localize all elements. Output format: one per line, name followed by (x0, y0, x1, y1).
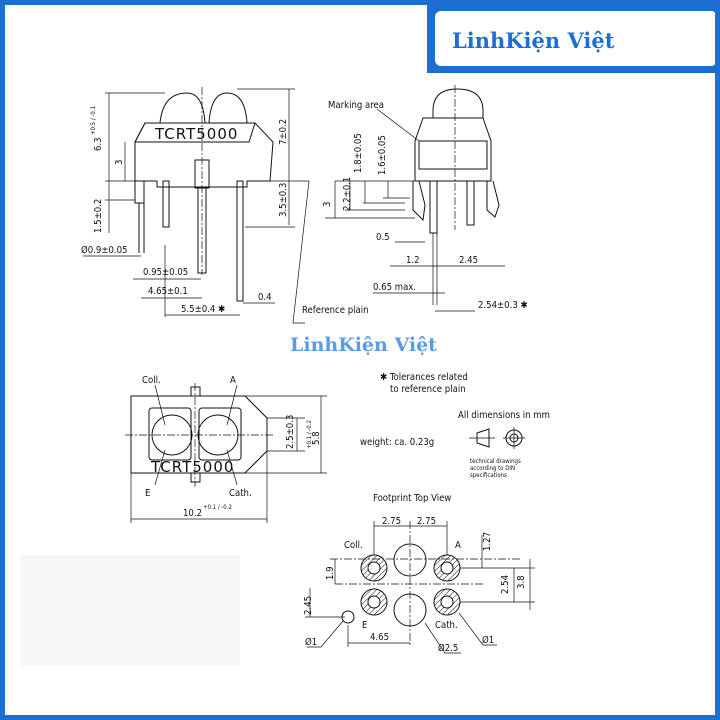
dim-1-2: 1.2 (406, 255, 420, 266)
side-view: TCRT5000 6.3 +0.5 / -0.1 3 1.5±0.2 Ø0.9±… (81, 87, 369, 324)
units-note: All dimensions in mm (458, 410, 550, 421)
pin-label-e: E (145, 488, 150, 499)
dim-3: 3 (114, 160, 125, 165)
din-note-3: specifications (470, 472, 507, 479)
fp-label-cath: Cath. (435, 620, 458, 631)
dim-5-8: 5.8 (311, 431, 322, 445)
logo-text: LinhKiện Việt (452, 28, 615, 53)
pad-coll (360, 554, 388, 582)
dim-3-5: 3.5±0.3 (278, 183, 289, 217)
fp-label-e: E (362, 620, 367, 631)
fp-dim-3-8: 3.8 (516, 575, 527, 589)
din-note-2: according to DIN (470, 465, 515, 472)
dim-1-8: 1.8±0.05 (353, 133, 364, 173)
dim-4-65: 4.65±0.1 (148, 286, 188, 297)
faint-patch (20, 555, 240, 665)
top-view: TCRT5000 Coll. A E Cath. 2.5±0.3 5.8 +0.… (125, 375, 327, 523)
dim-6-3: 6.3 (93, 137, 104, 151)
dim-pin-diameter: Ø0.9±0.05 (81, 245, 128, 256)
pin-label-a: A (230, 375, 236, 386)
fp-dim-1-9: 1.9 (325, 566, 336, 580)
fp-dim-2-45: 2.45 (303, 596, 314, 615)
projection-symbol-icon (469, 427, 525, 449)
hole-top (393, 543, 427, 577)
fp-dim-2-75-right: 2.75 (417, 516, 436, 527)
dim-2-45: 2.45 (459, 255, 478, 266)
pad-cath (433, 588, 461, 616)
front-view: Marking area 1.8±0.05 1.6±0.05 2.2±0.1 3… (322, 85, 528, 312)
fp-dim-phi2-5: Ø2.5 (438, 643, 458, 654)
drawing: LinhKiện Việt TCRT5000 6.3 +0.5 / -0.1 3… (20, 5, 715, 665)
reference-plain-label: Reference plain (302, 305, 369, 316)
din-note-1: technical drawings (470, 458, 521, 465)
fp-dim-2-54: 2.54 (500, 575, 511, 594)
dim-0-5: 0.5 (376, 232, 390, 243)
fp-dim-4-65: 4.65 (370, 632, 389, 643)
tolerance-note-1: ✱ Tolerances related (380, 372, 468, 383)
marking-area-label: Marking area (328, 100, 384, 111)
dim-10-2: 10.2 (183, 508, 202, 519)
top-part-label: TCRT5000 (150, 458, 234, 476)
pin-label-cath: Cath. (229, 488, 252, 499)
fp-dim-phi1-left: Ø1 (305, 637, 317, 648)
dim-10-2-tol: +0.1 / -0.2 (203, 504, 232, 511)
dim-1-6: 1.6±0.05 (377, 135, 388, 175)
logo-header: LinhKiện Việt (427, 5, 715, 73)
watermark: LinhKiện Việt (290, 334, 437, 356)
pad-e (360, 588, 388, 616)
fp-dim-phi1-right: Ø1 (482, 635, 494, 646)
fp-label-a: A (455, 540, 461, 551)
notes: ✱ Tolerances related to reference plain … (360, 372, 550, 479)
dim-3-front: 3 (322, 202, 333, 207)
footprint: Footprint Top View 2.75 2.75 Coll. A 1.2… (303, 493, 535, 654)
dim-2-5: 2.5±0.3 (285, 415, 296, 449)
fp-dim-2-75-left: 2.75 (382, 516, 401, 527)
fp-label-coll: Coll. (344, 540, 363, 551)
dim-2-54: 2.54±0.3 ✱ (478, 300, 528, 311)
dim-0-4: 0.4 (258, 292, 272, 303)
footprint-title: Footprint Top View (373, 493, 451, 504)
dim-0-95: 0.95±0.05 (143, 267, 188, 278)
hole-bottom (393, 593, 427, 627)
dim-2-2: 2.2±0.1 (342, 177, 353, 211)
dim-5-5: 5.5±0.4 ✱ (181, 304, 225, 315)
dim-7: 7±0.2 (278, 119, 289, 145)
dim-1-5: 1.5±0.2 (93, 199, 104, 233)
side-part-label: TCRT5000 (154, 125, 238, 143)
dim-5-8-tol: +0.1 / -0.2 (306, 420, 313, 449)
pin-label-coll: Coll. (142, 375, 161, 386)
tolerance-note-2: to reference plain (390, 384, 466, 395)
pad-a (433, 554, 461, 582)
fp-dim-1-27: 1.27 (482, 532, 493, 551)
dim-6-3-tol: +0.5 / -0.1 (90, 106, 97, 135)
weight-note: weight: ca. 0.23g (360, 437, 434, 448)
dim-0-65: 0.65 max. (373, 282, 416, 293)
